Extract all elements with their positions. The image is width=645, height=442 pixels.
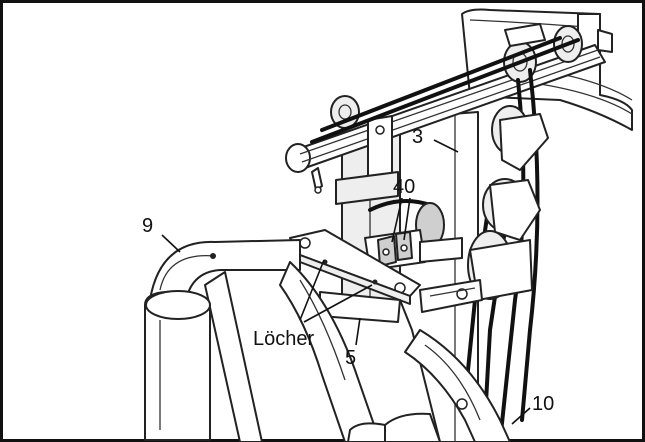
label-part-40: 40 [393, 176, 415, 198]
lower-bracket [419, 279, 483, 313]
label-part-3: 3 [412, 126, 423, 148]
column-bracket [335, 115, 399, 205]
tube-part-10 [404, 329, 511, 442]
label-part-5: 5 [345, 347, 356, 369]
leader-lines [161, 139, 531, 425]
label-part-10: 10 [532, 393, 554, 415]
seat-pad [144, 290, 211, 441]
base-rounded [347, 412, 441, 442]
label-part-9: 9 [142, 215, 153, 237]
mounting-plate [289, 229, 421, 323]
label-holes: Löcher [253, 328, 314, 350]
center-bracket [364, 229, 463, 271]
